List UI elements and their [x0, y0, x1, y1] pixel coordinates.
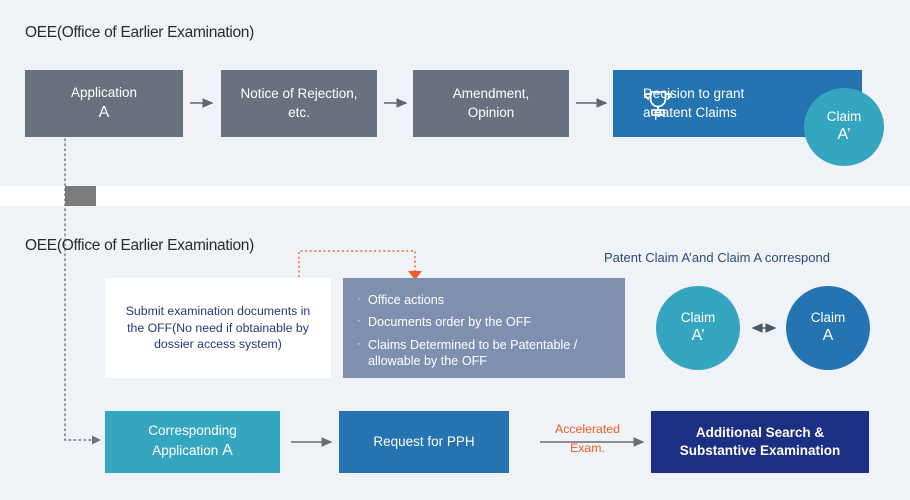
- circle-claim-a-prime-top-line2: A’: [837, 126, 851, 144]
- accelerated-exam-line2: Exam.: [570, 441, 605, 456]
- box-additional-line1: Additional Search &: [695, 424, 825, 440]
- bullet-text-2: Documents order by the OFF: [368, 315, 532, 330]
- circle-claim-a[interactable]: Claim A: [786, 286, 870, 370]
- box-submit-line3: dossier access system): [154, 337, 282, 352]
- claims-correspond-label: Patent Claim A’and Claim A correspond: [604, 250, 830, 265]
- box-corresponding-letter: A: [222, 442, 233, 460]
- box-amendment-line1: Amendment,: [452, 86, 530, 102]
- box-application-line1: Application: [70, 84, 138, 100]
- box-request-pph-label: Request for PPH: [373, 433, 475, 449]
- box-amendment-opinion[interactable]: Amendment, Opinion: [413, 70, 569, 137]
- box-submit-examination-documents[interactable]: Submit examination documents in the OFF(…: [105, 278, 331, 378]
- circle-claim-a-prime-top[interactable]: Claim A’: [804, 88, 884, 166]
- list-item: · Claims Determined to be Patentable / a…: [357, 337, 613, 370]
- divider-tab-marker: [65, 186, 96, 206]
- box-notice-line2: etc.: [288, 104, 310, 120]
- circle-claim-a-prime-line1: Claim: [680, 309, 716, 325]
- list-item: · Office actions: [357, 292, 613, 308]
- section-divider-band: [0, 186, 910, 206]
- bullet-marker-icon: ·: [357, 293, 361, 305]
- box-submit-line1: Submit examination documents in: [125, 304, 311, 319]
- circle-claim-a-line1: Claim: [810, 309, 846, 325]
- box-corresponding-line1: Corresponding: [148, 423, 237, 439]
- list-item: · Documents order by the OFF: [357, 314, 613, 330]
- trophy-icon: [644, 91, 672, 116]
- box-corresponding-line2: Application: [152, 443, 219, 459]
- box-notice-line1: Notice of Rejection,: [240, 86, 358, 102]
- bullet-marker-icon: ·: [357, 337, 361, 350]
- circle-claim-a-prime-line2: A’: [691, 327, 705, 345]
- box-application-line2: A: [98, 103, 110, 121]
- bullet-text-3: Claims Determined to be Patentable / all…: [368, 337, 578, 369]
- circle-claim-a-line2: A: [822, 327, 834, 345]
- accelerated-exam-line1: Accelerated: [555, 422, 620, 436]
- accelerated-exam-label: Accelerated Exam.: [540, 420, 635, 458]
- circle-claim-a-prime[interactable]: Claim A’: [656, 286, 740, 370]
- box-application[interactable]: Application A: [25, 70, 183, 137]
- box-submit-line2: the OFF(No need if obtainable by: [127, 320, 309, 335]
- box-notice-of-rejection[interactable]: Notice of Rejection, etc.: [221, 70, 377, 137]
- box-additional-search-substantive-examination[interactable]: Additional Search & Substantive Examinat…: [651, 411, 869, 473]
- box-decision-line2: a patent Claims: [643, 104, 737, 120]
- top-section-title: OEE(Office of Earlier Examination): [25, 24, 254, 41]
- bottom-section-title: OEE(Office of Earlier Examination): [25, 237, 254, 254]
- bullet-marker-icon: ·: [357, 315, 361, 328]
- circle-claim-a-prime-top-line1: Claim: [826, 108, 862, 124]
- box-request-for-pph[interactable]: Request for PPH: [339, 411, 509, 473]
- bullet-text-1: Office actions: [368, 293, 445, 307]
- box-corresponding-application[interactable]: Corresponding Application A: [105, 411, 280, 473]
- box-amendment-line2: Opinion: [467, 104, 515, 120]
- box-additional-line2: Substantive Examination: [679, 443, 841, 458]
- box-oee-outputs-list[interactable]: · Office actions · Documents order by th…: [343, 278, 625, 378]
